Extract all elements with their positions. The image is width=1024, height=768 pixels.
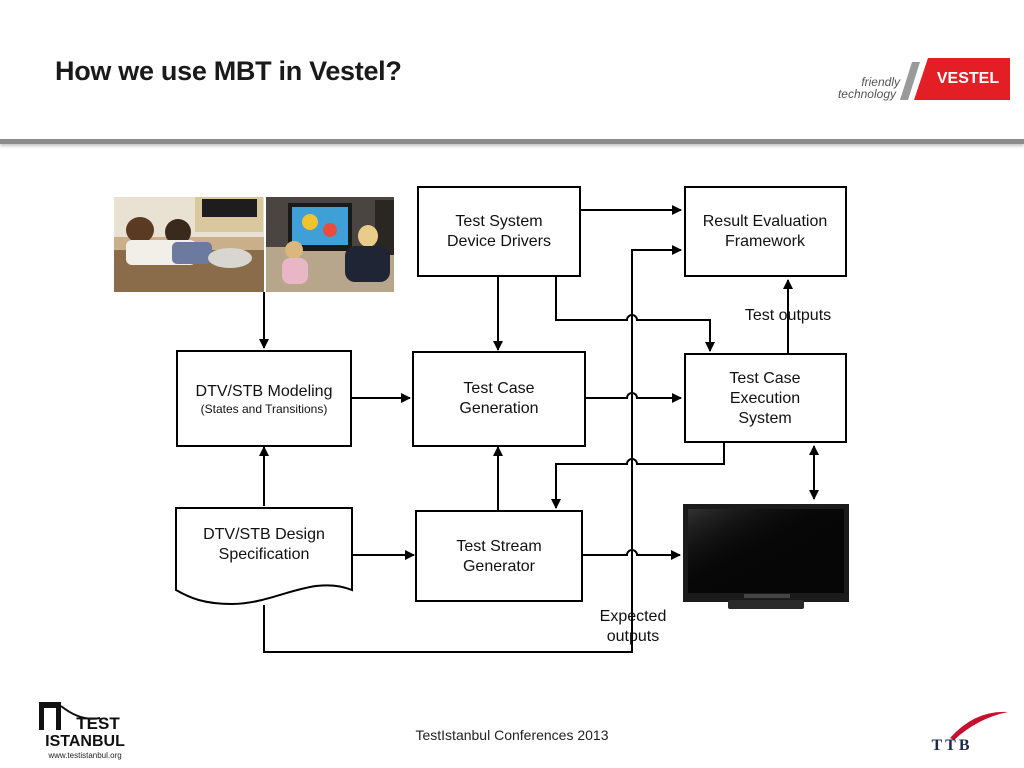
slide-title: How we use MBT in Vestel? — [55, 56, 402, 86]
result-evaluation-line2: Framework — [725, 233, 806, 250]
dtv-modeling-box — [176, 350, 352, 447]
ttb-swoosh-icon — [950, 711, 1008, 740]
vestel-brand-text: VESTEL — [937, 70, 999, 87]
test-system-drivers-line2: Device Drivers — [447, 233, 551, 250]
vestel-tagline-2: technology — [838, 87, 897, 101]
result-evaluation-box — [684, 186, 847, 277]
vestel-stripe-shape — [900, 62, 920, 100]
test-case-execution-line2: Execution — [730, 390, 800, 407]
test-case-execution-line1: Test Case — [729, 370, 800, 387]
family-watching-tv-photo — [114, 197, 264, 292]
test-outputs-label: Test outputs — [745, 307, 831, 324]
vestel-tagline-1: friendly — [861, 75, 901, 89]
test-stream-generator-line2: Generator — [463, 558, 536, 575]
test-case-generation-line2: Generation — [459, 400, 538, 417]
ttb-text: TTB — [931, 737, 972, 754]
kids-watching-tv-photo — [266, 197, 394, 292]
test-case-generation-box — [412, 351, 586, 447]
dtv-modeling-line2: (States and Transitions) — [201, 402, 328, 416]
test-system-drivers-line1: Test System — [455, 213, 542, 230]
slide-footer: TestIstanbul Conferences 2013 — [415, 727, 609, 743]
expected-outputs-label-1: Expected — [600, 608, 667, 625]
test-stream-generator-line1: Test Stream — [456, 538, 541, 555]
design-spec-line2: Specification — [219, 546, 310, 563]
vestel-red-block — [914, 58, 1010, 100]
expected-outputs-label-2: outputs — [607, 628, 659, 645]
dtv-modeling-line1: DTV/STB Modeling — [196, 383, 333, 400]
vestel-logo: friendly technology VESTEL — [838, 58, 1010, 101]
test-case-generation-line1: Test Case — [463, 380, 534, 397]
test-stream-generator-box — [415, 510, 583, 602]
result-evaluation-line1: Result Evaluation — [703, 213, 828, 230]
test-case-execution-box — [684, 353, 847, 443]
ttb-logo: TTB — [931, 711, 1008, 754]
test-system-drivers-box — [417, 186, 581, 277]
design-spec-line1: DTV/STB Design — [203, 526, 325, 543]
test-case-execution-line3: System — [738, 410, 791, 427]
test-istanbul-line1: TEST — [76, 714, 120, 733]
test-istanbul-logo: TEST ISTANBUL www.testistanbul.org — [39, 702, 125, 760]
tv-set-image — [683, 504, 849, 609]
test-istanbul-line2: ISTANBUL — [45, 733, 125, 750]
test-istanbul-url: www.testistanbul.org — [47, 751, 121, 760]
design-spec-document-shape — [175, 507, 353, 606]
header-divider — [0, 139, 1024, 144]
execution-to-stream-arrow — [551, 443, 725, 509]
expected-outputs-arrow — [263, 245, 682, 653]
